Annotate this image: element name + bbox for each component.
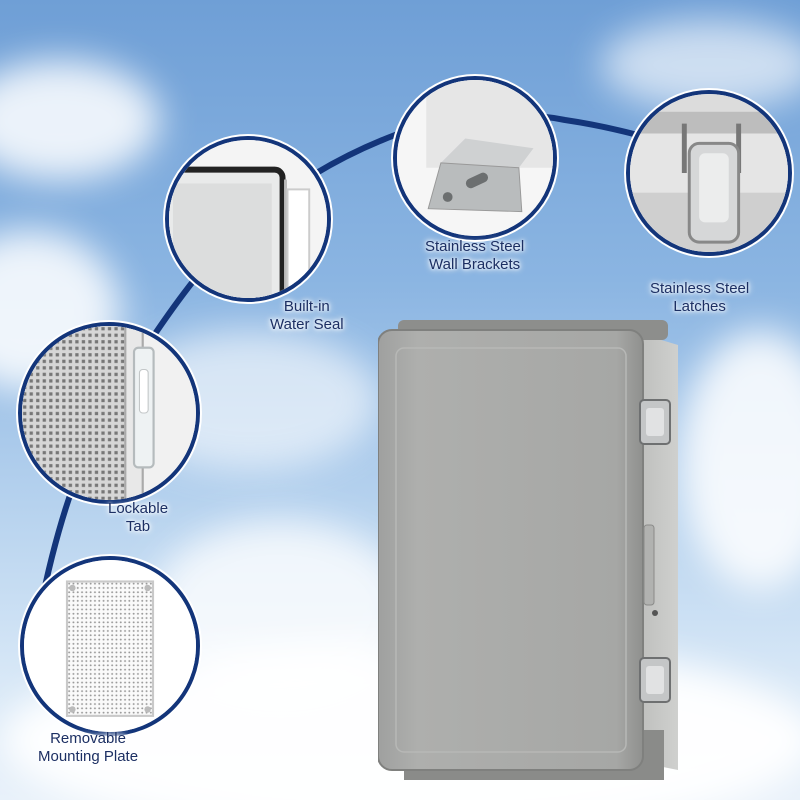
mounting-plate-label: Removable Mounting Plate xyxy=(38,730,138,766)
latch-icon xyxy=(630,94,788,252)
water-seal-label-line1: Built-in xyxy=(283,298,330,315)
water-seal-label: Built-in Water Seal xyxy=(270,298,344,334)
water-seal-closeup xyxy=(165,136,331,302)
wall-brackets-label-line1: Stainless Steel xyxy=(425,238,525,255)
lockable-tab-label: Lockable Tab xyxy=(108,500,168,536)
cloud xyxy=(0,60,160,180)
latch-top xyxy=(639,399,671,445)
lockable-tab-label-line1: Lockable xyxy=(108,500,169,517)
wall-bracket-closeup xyxy=(393,76,557,240)
lockable-tab-closeup xyxy=(18,322,200,504)
latch-closeup xyxy=(626,90,792,256)
wall-brackets-label-line2: Wall Brackets xyxy=(429,256,521,273)
lockable-tab-label-line2: Tab xyxy=(125,518,151,535)
mounting-plate-icon xyxy=(24,560,196,732)
latch-bottom xyxy=(639,657,671,703)
lockable-tab-icon xyxy=(22,326,196,500)
mounting-plate-label-line1: Removable xyxy=(50,730,126,747)
wall-brackets-label: Stainless Steel Wall Brackets xyxy=(425,238,524,274)
latches-label: Stainless Steel Latches xyxy=(650,280,749,316)
mounting-plate-closeup xyxy=(20,556,200,736)
latches-label-line2: Latches xyxy=(673,298,726,315)
wall-bracket-icon xyxy=(397,80,553,236)
water-seal-label-line2: Water Seal xyxy=(270,316,344,333)
latches-label-line1: Stainless Steel xyxy=(650,280,750,297)
enclosure-box xyxy=(378,320,698,780)
water-seal-icon xyxy=(169,140,327,298)
cloud xyxy=(680,330,800,590)
enclosure-box-illustration xyxy=(378,320,678,780)
mounting-plate-label-line2: Mounting Plate xyxy=(38,748,139,765)
